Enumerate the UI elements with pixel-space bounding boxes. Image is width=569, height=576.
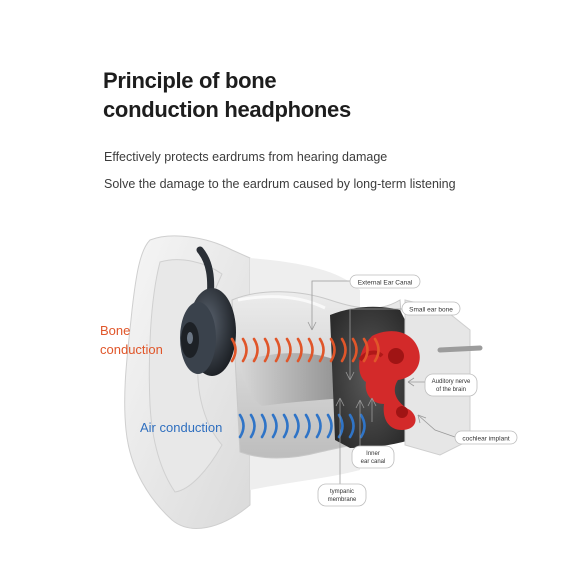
bone-wave-arc	[307, 337, 314, 363]
air-wave-arc	[282, 413, 289, 439]
air-wave-arc	[315, 413, 322, 439]
air-conduction-label: Air conduction	[140, 420, 222, 435]
bone-wave-arc	[318, 337, 325, 363]
bone-wave-arc	[362, 337, 369, 363]
bone-wave-arc	[252, 337, 259, 363]
callout-lines	[307, 280, 456, 484]
headphone-illustration	[180, 246, 236, 376]
title-line-1: Principle of bone	[103, 68, 277, 93]
svg-text:ear canal: ear canal	[361, 459, 386, 465]
bone-wave-arc	[274, 337, 281, 363]
bone-wave-arc	[241, 337, 248, 363]
subtitle-solve-damage: Solve the damage to the eardrum caused b…	[104, 177, 456, 191]
bone-wave-arc	[285, 337, 292, 363]
subtitle-list: Effectively protects eardrums from heari…	[104, 144, 456, 198]
callout-external-ear-canal: External Ear Canal	[349, 274, 421, 289]
air-wave-arc	[238, 413, 245, 439]
subtitle-protect-eardrums: Effectively protects eardrums from heari…	[104, 150, 388, 164]
svg-text:cochlear implant: cochlear implant	[462, 436, 510, 443]
bone-wave-arc	[263, 337, 270, 363]
callout-cochlear-implant: cochlear implant	[454, 430, 518, 445]
bone-conduction-label-line-2: conduction	[100, 342, 163, 357]
air-wave-arc	[326, 413, 333, 439]
bone-wave-arc	[351, 337, 358, 363]
callout-small-ear-bone: Small ear bone	[401, 301, 461, 316]
svg-text:Inner: Inner	[366, 451, 380, 457]
svg-text:External Ear Canal: External Ear Canal	[358, 280, 413, 287]
cochlea-illustration	[358, 331, 420, 430]
callout-auditory-nerve: Auditory nerve of the brain	[424, 373, 478, 397]
page-title: Principle of bone conduction headphones	[103, 66, 351, 124]
air-wave-arc	[359, 413, 366, 439]
svg-text:Auditory nerve: Auditory nerve	[432, 379, 471, 385]
air-wave-arc	[260, 413, 267, 439]
bone-wave-arc	[230, 337, 237, 363]
svg-text:of the brain: of the brain	[436, 387, 466, 393]
air-wave-arc	[304, 413, 311, 439]
air-wave-arc	[293, 413, 300, 439]
bone-wave-arc	[340, 337, 347, 363]
bone-conduction-label-line-1: Bone	[100, 323, 130, 338]
bone-wave-arc	[373, 337, 380, 363]
bone-wave-arc	[296, 337, 303, 363]
callout-tympanic-membrane: tympanic membrane	[317, 483, 367, 507]
callout-inner-ear-canal: Inner ear canal	[351, 445, 395, 469]
air-wave-arc	[348, 413, 355, 439]
bone-wave-arc	[329, 337, 336, 363]
svg-text:Small ear bone: Small ear bone	[409, 307, 453, 314]
air-wave-arc	[271, 413, 278, 439]
air-wave-arc	[249, 413, 256, 439]
bone-conduction-waves	[230, 337, 380, 363]
svg-text:tympanic: tympanic	[330, 489, 354, 495]
svg-text:membrane: membrane	[328, 497, 357, 503]
title-line-2: conduction headphones	[103, 97, 351, 122]
